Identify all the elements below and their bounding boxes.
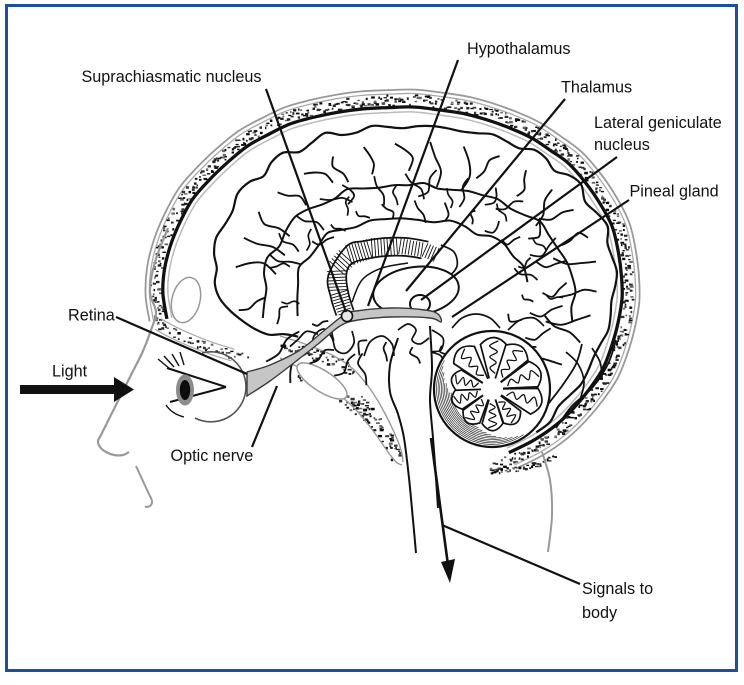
svg-text:nucleus: nucleus (594, 136, 650, 154)
svg-text:Hypothalamus: Hypothalamus (467, 40, 570, 58)
svg-text:Lateral geniculate: Lateral geniculate (594, 114, 722, 132)
svg-text:Light: Light (52, 363, 88, 381)
svg-text:Retina: Retina (68, 307, 115, 325)
svg-text:Thalamus: Thalamus (561, 79, 632, 97)
svg-text:Signals to: Signals to (582, 580, 653, 598)
svg-text:Pineal gland: Pineal gland (630, 183, 719, 201)
svg-text:Suprachiasmatic nucleus: Suprachiasmatic nucleus (82, 68, 262, 86)
svg-text:Optic nerve: Optic nerve (171, 447, 254, 465)
svg-text:body: body (582, 604, 618, 622)
